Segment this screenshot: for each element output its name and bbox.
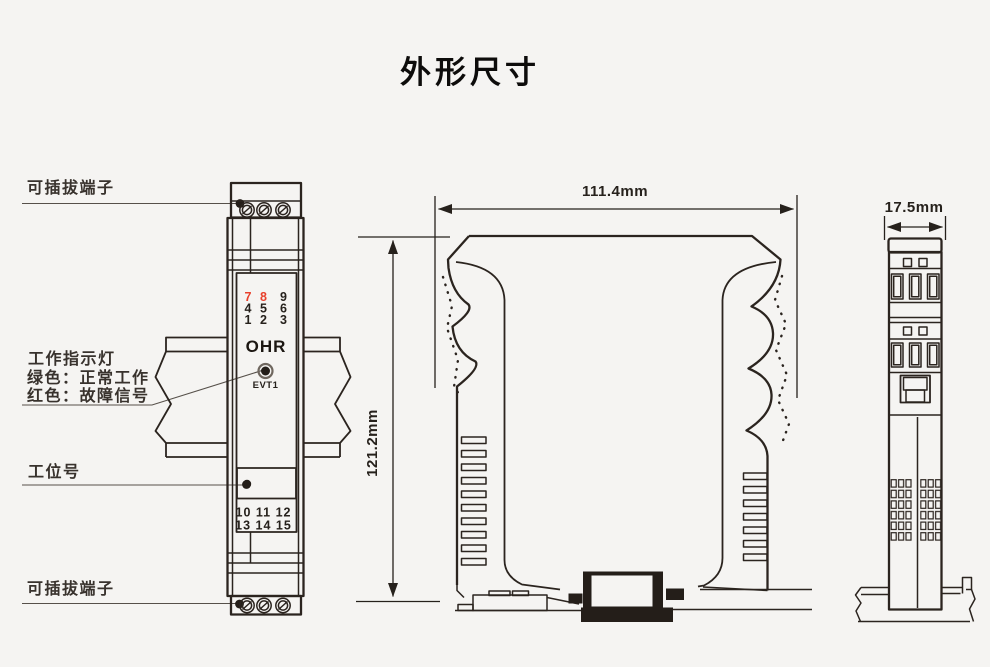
vent-slots-left (460, 436, 487, 566)
front-module-body (226, 216, 305, 598)
dim-depth: 17.5mm (883, 199, 947, 240)
led-label: EVT1 (253, 380, 279, 391)
callout-indicator-green: 绿色：正常工作 (27, 368, 150, 387)
callout-labels: 可插拔端子 工作指示灯 绿色：正常工作 红色：故障信号 工位号 可插拔端子 (27, 178, 150, 598)
end-details (889, 257, 942, 608)
din-rail-section (854, 576, 976, 623)
vent-grid-left (890, 479, 913, 542)
terminal-5: 5 (260, 302, 267, 316)
vent-grid-right (920, 479, 942, 542)
terminal-8: 8 (260, 290, 267, 304)
terminal-9: 9 (280, 290, 287, 304)
brand-logo: OHR (246, 337, 287, 356)
side-outline-left (446, 235, 478, 585)
terminal-row-13-15: 13 14 15 (235, 519, 292, 533)
front-bottom-terminal-block (229, 594, 303, 616)
status-led-icon (257, 362, 274, 380)
callout-indicator-title: 工作指示灯 (28, 349, 116, 368)
terminal-4: 4 (245, 302, 252, 316)
callout-indicator-red: 红色：故障信号 (27, 386, 150, 405)
terminal-2: 2 (260, 313, 267, 327)
dim-depth-label: 17.5mm (885, 199, 944, 216)
dotted-terminal-right (773, 274, 791, 448)
dim-height-label: 121.2mm (364, 409, 381, 477)
end-body (887, 250, 943, 611)
dotted-terminal-left (441, 275, 464, 400)
side-outline-right (469, 234, 782, 591)
screw-icon (239, 597, 291, 614)
din-rail-wings (154, 336, 352, 458)
vent-slots-right (742, 472, 768, 562)
end-view: 17.5mm (854, 199, 976, 623)
callout-top-terminal: 可插拔端子 (27, 178, 115, 197)
terminal-row-10-12: 10 11 12 (236, 506, 292, 520)
end-top-cap (887, 237, 943, 254)
terminal-7: 7 (245, 290, 252, 304)
side-view: 111.4mm 121.2mm (356, 183, 812, 622)
front-view: 7 8 9 4 5 6 1 2 3 OHR EVT1 (154, 181, 352, 616)
station-tag-box (236, 467, 297, 500)
terminal-3: 3 (280, 313, 287, 327)
dim-height: 121.2mm (356, 236, 450, 603)
terminal-1: 1 (245, 313, 252, 327)
dim-width: 111.4mm (434, 183, 798, 398)
screw-icon (239, 202, 291, 218)
callout-station-no: 工位号 (28, 462, 81, 481)
front-terminal-numbers: 7 8 9 4 5 6 1 2 3 (245, 290, 288, 327)
terminal-6: 6 (280, 302, 287, 316)
callout-bottom-terminal: 可插拔端子 (27, 579, 115, 598)
dim-width-label: 111.4mm (582, 183, 648, 200)
front-top-terminal-block (229, 181, 303, 219)
page-title: 外形尺寸 (400, 55, 540, 90)
din-clip-hardware (455, 571, 812, 622)
